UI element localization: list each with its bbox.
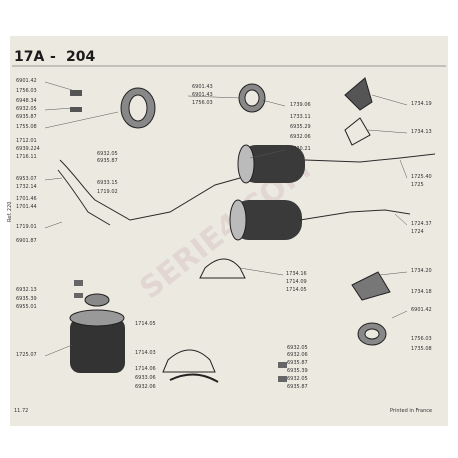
upper-muffler <box>237 144 436 184</box>
labels-left-low: 6932.13 6935.39 6955.01 1725.07 <box>16 287 37 358</box>
model-number: 204 <box>66 49 95 65</box>
part-label: 6935.87 <box>97 158 118 164</box>
part-label: 1719.01 <box>16 224 37 230</box>
part-label: 6932.05 <box>97 151 118 157</box>
part-label: 1714.03 <box>135 350 156 356</box>
part-label: 6935.29 <box>290 124 311 130</box>
washer <box>70 107 82 112</box>
part-label: 6901.43 <box>192 84 213 90</box>
part-label: 1734.19 <box>411 101 432 107</box>
part-label: 6932.13 <box>16 287 37 293</box>
labels-right: 1734.19 1734.13 1725.40 1725 1724.37 172… <box>411 101 432 235</box>
part-label: 1714.05 <box>286 287 307 293</box>
part-label: 6932.06 <box>287 352 308 358</box>
part-label: 1716.11 <box>16 154 37 160</box>
hanger-bracket-top <box>344 77 373 111</box>
clamp-ring <box>120 87 156 129</box>
side-reference: Ref. 220 <box>7 202 13 222</box>
labels-bottom-right: 6932.05 6932.06 6935.87 6935.39 6932.05 … <box>287 345 308 390</box>
part-label: 6933.06 <box>135 375 156 381</box>
part-label: 1755.08 <box>16 124 37 130</box>
title-dash: - <box>50 49 56 65</box>
part-label: 6932.06 <box>135 384 156 390</box>
washer-bottom <box>278 376 287 382</box>
part-label: 6948.34 <box>16 98 37 104</box>
nut-bottom <box>278 362 287 368</box>
part-label: 6935.39 <box>16 296 37 302</box>
part-label: 1735.08 <box>411 346 432 352</box>
part-label: 1712.01 <box>16 138 37 144</box>
labels-left: 6901.42 1756.03 6948.34 6932.05 6935.87 … <box>16 78 40 244</box>
part-label: 1730.21 <box>290 146 311 152</box>
labels-right-low: 1734.20 1734.18 6901.42 1756.03 1735.08 <box>411 268 432 352</box>
part-label: 6935.87 <box>16 114 37 120</box>
part-label: 1714.05 <box>135 321 156 327</box>
part-label: 6932.05 <box>16 106 37 112</box>
washer-left <box>74 293 83 298</box>
labels-center-top: 6901.43 6901.43 1756.03 <box>192 84 213 106</box>
part-label: 6932.06 <box>290 134 311 140</box>
part-label: 1732.14 <box>16 184 37 190</box>
diagram-title: 17A <box>14 49 44 65</box>
part-label: 6932.05 <box>287 376 308 382</box>
part-label: 1714.09 <box>286 279 307 285</box>
footer-printed: Printed in France <box>390 408 432 414</box>
footer-date: 11.72 <box>14 408 28 414</box>
mount-strap <box>199 258 246 279</box>
part-label: 6933.15 <box>97 180 118 186</box>
mount-strap-lower <box>162 349 216 373</box>
rubber-mount-canister <box>69 293 125 373</box>
part-label: 6935.39 <box>287 368 308 374</box>
part-label: 6901.42 <box>411 307 432 313</box>
part-label: 6901.42 <box>16 78 37 84</box>
part-label: 1725.40 <box>411 174 432 180</box>
labels-bottom-center: 1714.05 1714.03 1714.06 6933.06 6932.06 <box>135 321 156 390</box>
part-label: 6939.224 <box>16 146 40 152</box>
part-label: 1701.44 <box>16 204 37 210</box>
part-label: 1756.03 <box>192 100 213 106</box>
part-label: 1714.06 <box>135 366 156 372</box>
part-label: 6901.87 <box>16 238 37 244</box>
labels-mid: 6933.15 1719.02 6932.05 6935.87 <box>97 151 118 195</box>
mount-strap-bottom <box>169 373 219 383</box>
rubber-block <box>351 271 391 301</box>
labels-mid-right: 1739.06 1733.11 6935.29 6932.06 1730.21 <box>290 102 311 152</box>
lower-muffler <box>229 199 411 241</box>
part-label: 1739.06 <box>290 102 311 108</box>
labels-center-low: 1734.16 1714.09 1714.05 <box>286 271 307 293</box>
part-label: 1725 <box>411 182 424 188</box>
hanger-bracket <box>344 117 371 146</box>
part-label: 6953.07 <box>16 176 37 182</box>
part-label: 1734.16 <box>286 271 307 277</box>
part-label: 1719.02 <box>97 189 118 195</box>
clamp-ring-center <box>238 83 266 113</box>
part-label: 6935.87 <box>287 360 308 366</box>
part-label: 1701.46 <box>16 196 37 202</box>
part-label: 6932.05 <box>287 345 308 351</box>
part-label: 1734.20 <box>411 268 432 274</box>
part-label: 6901.43 <box>192 92 213 98</box>
part-label: 1725.07 <box>16 352 37 358</box>
exhaust-pipe-front <box>59 159 241 221</box>
part-label: 6935.87 <box>287 384 308 390</box>
part-label: 1756.03 <box>16 88 37 94</box>
part-label: 1733.11 <box>290 114 311 120</box>
part-label: 1724.37 <box>411 221 432 227</box>
nut <box>70 90 82 96</box>
part-label: 1724 <box>411 229 424 235</box>
part-label: 6955.01 <box>16 304 37 310</box>
part-label: 1756.03 <box>411 336 432 342</box>
exhaust-pipe-branch <box>57 169 111 226</box>
part-label: 1734.18 <box>411 289 432 295</box>
part-label: 1734.13 <box>411 129 432 135</box>
leader-lines <box>44 81 408 357</box>
nut-left <box>74 280 83 286</box>
